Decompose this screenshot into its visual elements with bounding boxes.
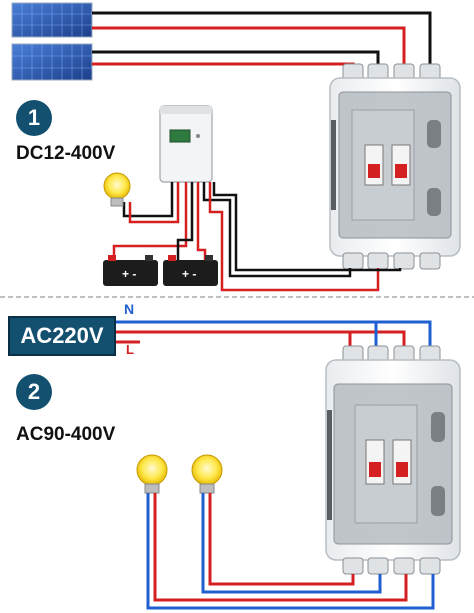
ac-source-label: AC220V (20, 323, 104, 348)
light-bulb-dc (103, 172, 131, 207)
ac-source-box: AC220V (8, 316, 116, 356)
solar-panel-top (11, 2, 93, 38)
svg-text:+ -: + - (182, 267, 196, 281)
panel-wires (92, 11, 432, 66)
step-badge-2: 2 (16, 374, 52, 410)
solar-panel-bottom (11, 43, 93, 81)
step-badge-1: 1 (16, 100, 52, 136)
ac-output-wires (146, 493, 435, 610)
ac-voltage-label: AC90-400V (16, 424, 116, 445)
dc-voltage-label: DC12-400V (16, 143, 116, 164)
combiner-box-dc (329, 63, 461, 270)
live-label: L (126, 342, 134, 357)
svg-text:+ -: + - (122, 267, 136, 281)
light-bulb-ac-left (136, 454, 168, 494)
light-bulb-ac-right (191, 454, 223, 494)
battery-left: + - (103, 255, 158, 286)
neutral-label: N (124, 301, 135, 317)
combiner-box-ac (325, 345, 461, 575)
inverter (159, 105, 213, 183)
ac-source-wires (116, 320, 432, 348)
battery-right: + - (163, 255, 218, 286)
